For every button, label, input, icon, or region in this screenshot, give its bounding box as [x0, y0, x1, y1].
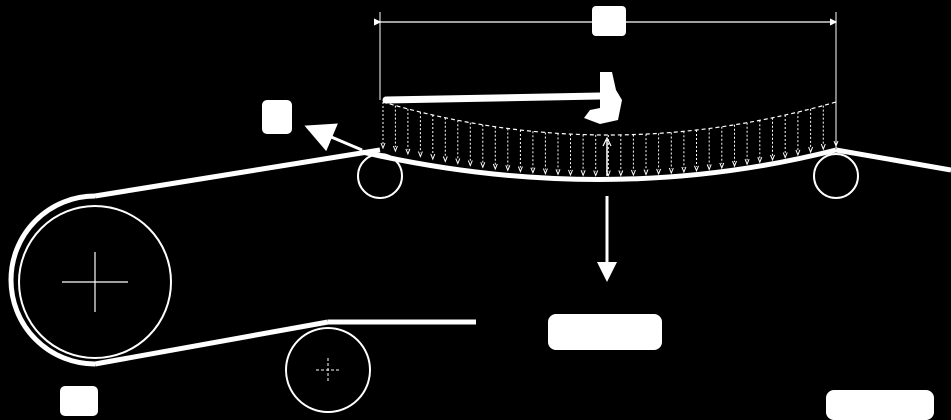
load-arrow-head	[593, 170, 599, 177]
load-arrow-head	[480, 162, 486, 169]
distributed-load	[380, 101, 839, 177]
load-label-blob	[548, 314, 662, 350]
load-arrow-head	[732, 160, 737, 168]
tension-label-blob	[262, 100, 292, 134]
load-arrow-head	[770, 154, 775, 162]
load-arrow-head	[505, 165, 511, 172]
load-arrow-head	[455, 158, 461, 165]
load-arrow-head	[417, 151, 423, 158]
load-arrow-head	[643, 169, 649, 176]
load-arrow-head	[555, 169, 561, 176]
belt	[8, 147, 951, 367]
load-arrow-head	[380, 142, 386, 150]
right-idler-roller	[813, 153, 859, 199]
load-arrow-head	[656, 168, 662, 176]
load-arrow-head	[706, 164, 712, 171]
load-magnitude-marker	[382, 72, 622, 176]
load-arrow-head	[681, 166, 687, 174]
load-arrow-head	[467, 160, 473, 167]
load-arrow-head	[492, 163, 498, 171]
span-label-blob	[592, 6, 626, 36]
drum-label-blob	[60, 386, 98, 416]
load-arrow-head	[744, 159, 750, 166]
load-arrow-head	[719, 162, 725, 170]
load-arrow-head	[568, 169, 573, 177]
load-arrow-head	[618, 170, 624, 177]
load-arrow-head	[542, 168, 548, 175]
tension-arrow	[262, 100, 363, 152]
load-arrow-head	[580, 170, 586, 177]
snub-roller	[285, 327, 371, 413]
span-dimension	[374, 6, 838, 148]
drum-label-group	[60, 386, 98, 416]
left-idler-roller	[357, 153, 403, 199]
load-arrow-head	[530, 167, 536, 175]
load-arrow-head	[430, 153, 436, 161]
load-arrow-head	[820, 143, 826, 151]
load-arrow-head	[795, 149, 801, 157]
load-arrow-head	[757, 157, 763, 164]
corner-label-blob	[826, 390, 934, 420]
load-arrow-head	[630, 169, 636, 177]
load-arrow-head	[782, 152, 788, 159]
load-arrow-head	[405, 148, 411, 156]
load-arrow-head	[833, 140, 839, 148]
load-arrow-head	[808, 146, 814, 154]
drive-drum	[18, 205, 172, 359]
load-arrow-head	[694, 165, 699, 173]
load-arrow-head	[442, 156, 448, 163]
load-arrow-head	[392, 145, 398, 153]
load-arrow	[548, 196, 662, 350]
corner-label-group	[826, 390, 934, 420]
load-arrow-head	[668, 167, 674, 175]
load-arrow-head	[517, 166, 523, 173]
